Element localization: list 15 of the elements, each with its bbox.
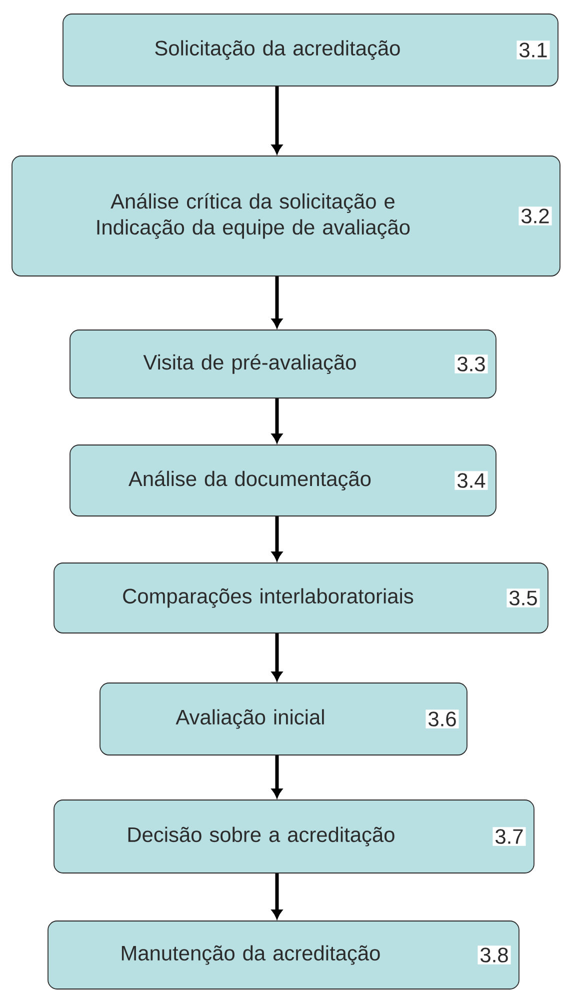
process-box: Visita de pré-avaliação 3.3	[70, 330, 496, 398]
arrow	[272, 276, 282, 328]
process-box: Análise da documentação 3.4	[70, 444, 496, 516]
arrow	[272, 755, 282, 798]
arrow	[272, 398, 282, 443]
arrow	[272, 516, 282, 561]
process-box: Comparações interlaboratoriais 3.5	[54, 562, 548, 634]
process-box: Decisão sobre a acreditação 3.7	[54, 800, 534, 874]
arrow	[272, 633, 282, 681]
arrow	[272, 873, 282, 919]
arrow	[272, 86, 282, 154]
process-box: Manutenção da acreditação 3.8	[48, 920, 520, 990]
process-box: Solicitação da acreditação 3.1	[62, 14, 558, 86]
process-box: Avaliação inicial 3.6	[100, 682, 468, 756]
process-box: Análise crítica da solicitação e Indicação da equipe de avaliação 3.2	[12, 156, 560, 276]
